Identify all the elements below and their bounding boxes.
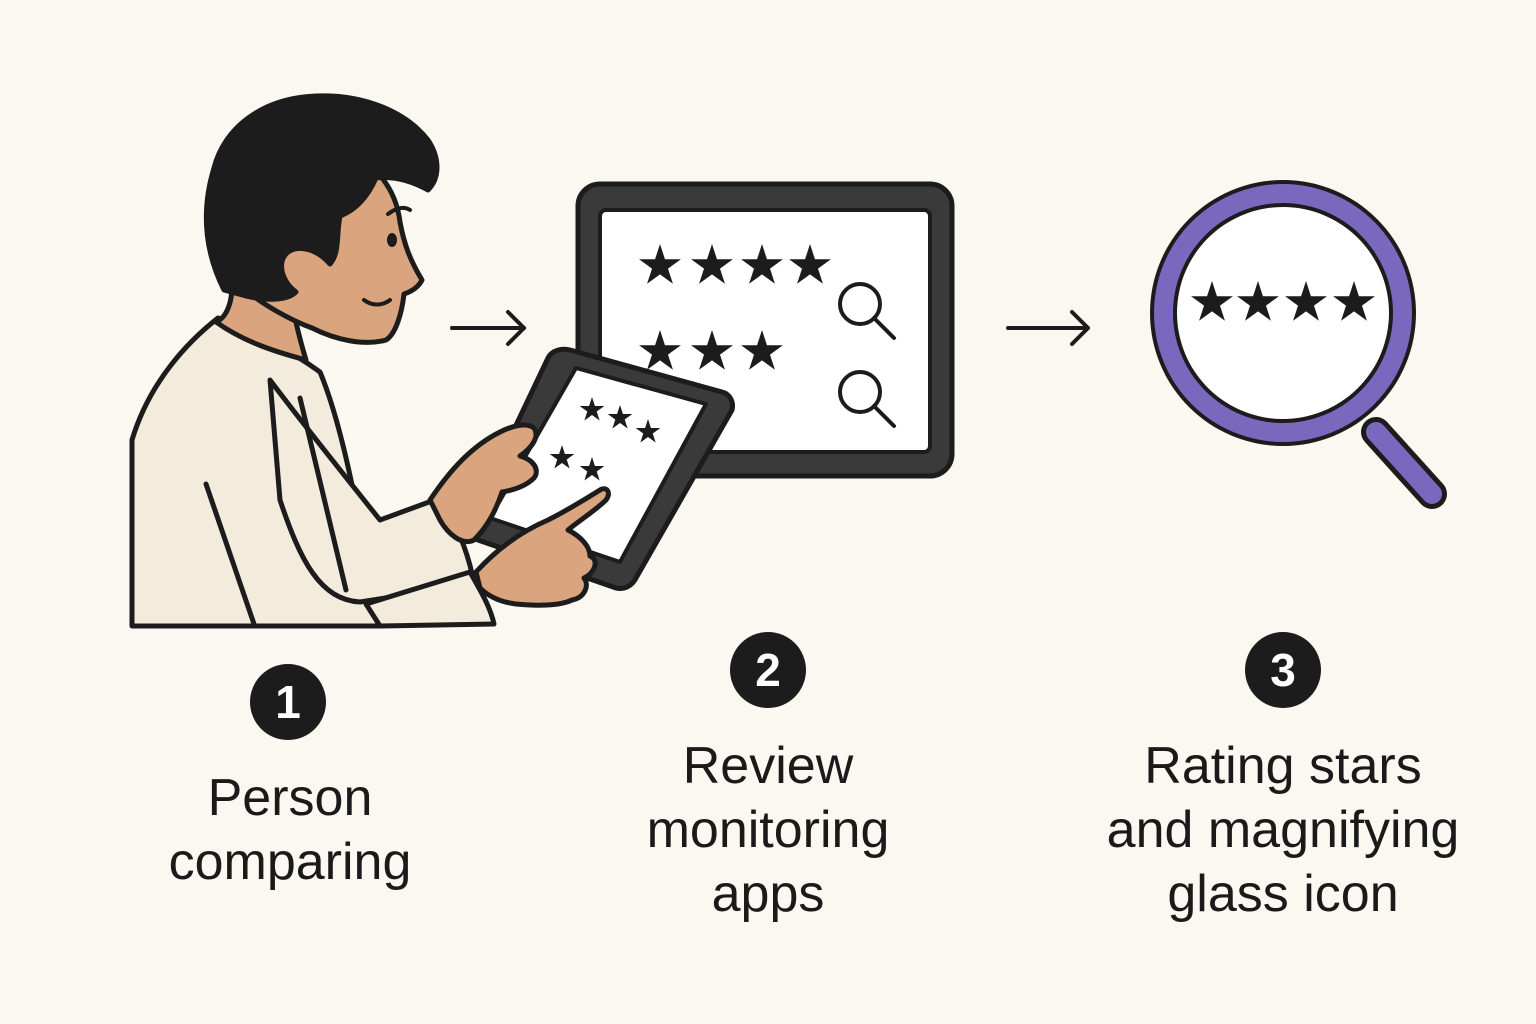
step-1-caption: Person comparing [90,766,490,894]
caption-line: apps [711,865,825,923]
arrow-right-icon [450,310,526,346]
search-icon [838,370,896,428]
step-3-badge: 3 [1245,632,1321,708]
step-3-caption: Rating stars and magnifying glass icon [1058,734,1508,926]
arrow-right-icon [1006,310,1090,346]
caption-line: and magnifying [1106,801,1460,859]
search-icon [838,282,896,340]
caption-line: glass icon [1167,865,1399,923]
step-2-badge: 2 [730,632,806,708]
right-hand [473,486,611,608]
caption-line: Rating stars [1144,737,1422,795]
caption-line: Person [207,769,373,827]
shirt-sleeve [267,377,477,605]
caption-line: comparing [168,833,412,891]
caption-line: Review [682,737,854,795]
step-2-caption: Review monitoring apps [568,734,968,926]
person-with-tablet-icon [129,93,735,629]
shirt-cuff [363,569,497,629]
hair [203,93,440,302]
left-hand [427,422,539,544]
magnifying-glass-icon [1150,180,1447,509]
step-1-badge: 1 [250,664,326,740]
caption-line: monitoring [646,801,890,859]
